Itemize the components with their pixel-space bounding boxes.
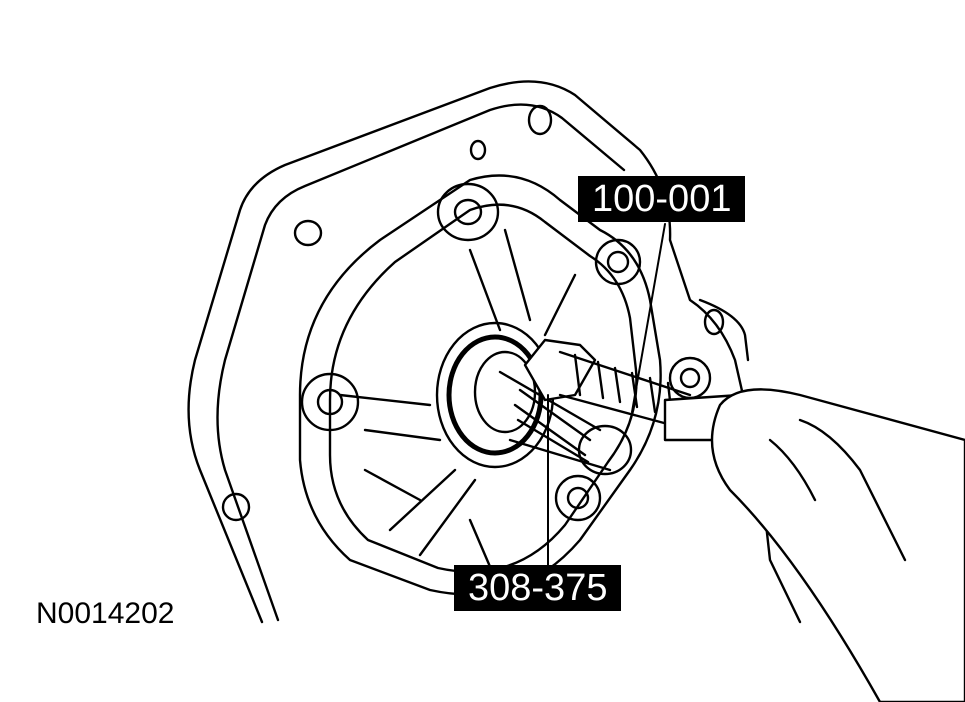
callout-label-100-001: 100-001 <box>578 176 746 222</box>
leader-100-001 <box>631 223 666 413</box>
bolt-top-left <box>436 182 500 242</box>
bolt-bottom <box>554 474 602 522</box>
bolt-right <box>668 356 712 400</box>
flange-hole <box>703 308 725 336</box>
rib <box>468 248 502 332</box>
shaft-spline-end <box>577 424 633 476</box>
flange-hole <box>221 492 251 522</box>
rib <box>503 228 532 322</box>
rib <box>363 468 422 502</box>
bolt-left <box>300 372 360 432</box>
retainer-plate-inner <box>328 203 638 573</box>
rib <box>418 478 477 557</box>
flange-hole <box>527 104 553 136</box>
callout-label-308-375: 308-375 <box>454 565 622 611</box>
slide-hammer-tool <box>663 388 965 702</box>
rib <box>363 428 442 442</box>
case-inner-outline <box>216 103 626 622</box>
seal-remover-tool <box>523 338 692 432</box>
rib <box>388 468 457 532</box>
output-shaft <box>498 370 612 472</box>
rib <box>338 393 432 407</box>
figure-id: N0014202 <box>36 597 175 630</box>
flange-hole <box>469 139 487 161</box>
retainer-plate <box>298 174 662 596</box>
rib <box>543 273 577 337</box>
bolt-top-right <box>594 238 642 286</box>
case-right-flange <box>698 298 750 362</box>
case-outline <box>187 80 762 624</box>
flange-hole <box>293 219 323 247</box>
